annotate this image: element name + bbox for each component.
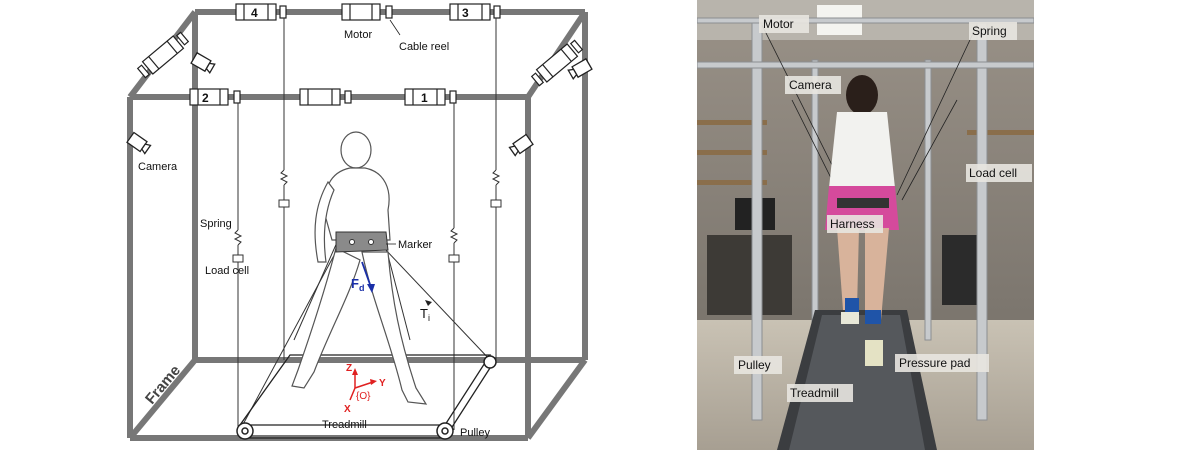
axis-z-label: Z (346, 363, 352, 374)
motor-1 (404, 88, 457, 106)
camera-label: Camera (138, 161, 178, 173)
cables (232, 18, 502, 431)
motor-number-1: 1 (421, 91, 428, 105)
motor-number-4: 4 (251, 6, 258, 20)
photo-harness-tag: Harness (830, 217, 875, 231)
shelves (697, 120, 1034, 185)
pulley-label: Pulley (460, 427, 490, 439)
photo-camera-tag: Camera (789, 78, 832, 92)
motor-center-front (299, 88, 352, 106)
motor-label: Motor (344, 29, 372, 41)
photo-treadmill (777, 310, 937, 450)
photo-pulley-tag: Pulley (738, 358, 771, 372)
motor-2 (189, 88, 241, 106)
motor-3 (449, 3, 501, 21)
photo-load-cell-tag: Load cell (969, 166, 1017, 180)
photo-motor-tag: Motor (763, 17, 794, 31)
force-vector (361, 261, 375, 293)
axis-y-label: Y (379, 378, 386, 389)
origin-label: {O} (356, 391, 371, 402)
pulley-icon (236, 355, 497, 440)
harness (335, 231, 389, 253)
lab-photo: Motor Spring Camera Load cell Harness Pu… (697, 0, 1034, 450)
spring-label: Spring (200, 218, 232, 230)
motor-center-back (341, 3, 393, 21)
marker-label: Marker (398, 239, 433, 251)
photo-treadmill-tag: Treadmill (790, 386, 839, 400)
camera-icon (126, 51, 593, 157)
cable-reel-label: Cable reel (399, 41, 449, 53)
motor-4 (235, 3, 287, 21)
load-cell-label: Load cell (205, 265, 249, 277)
photo-pressure-pad-tag: Pressure pad (899, 356, 970, 370)
axis-x-label: X (344, 404, 351, 415)
motor-corner-left (136, 31, 190, 79)
motor-corner-right (530, 39, 584, 87)
walking-human-figure (291, 131, 428, 405)
photo-spring-tag: Spring (972, 24, 1007, 38)
treadmill-label: Treadmill (322, 419, 367, 431)
leader-lines (386, 19, 401, 245)
photo-tags: Motor Spring Camera Load cell Harness Pu… (734, 15, 1032, 402)
motor-number-3: 3 (462, 6, 469, 20)
force-label: Fd (351, 276, 364, 293)
photo-frame (697, 17, 1034, 421)
tension-label: Ti (420, 306, 430, 323)
coordinate-axes (349, 368, 377, 401)
cable-robot-schematic: 4 3 2 1 (126, 3, 593, 441)
motor-number-2: 2 (202, 91, 209, 105)
